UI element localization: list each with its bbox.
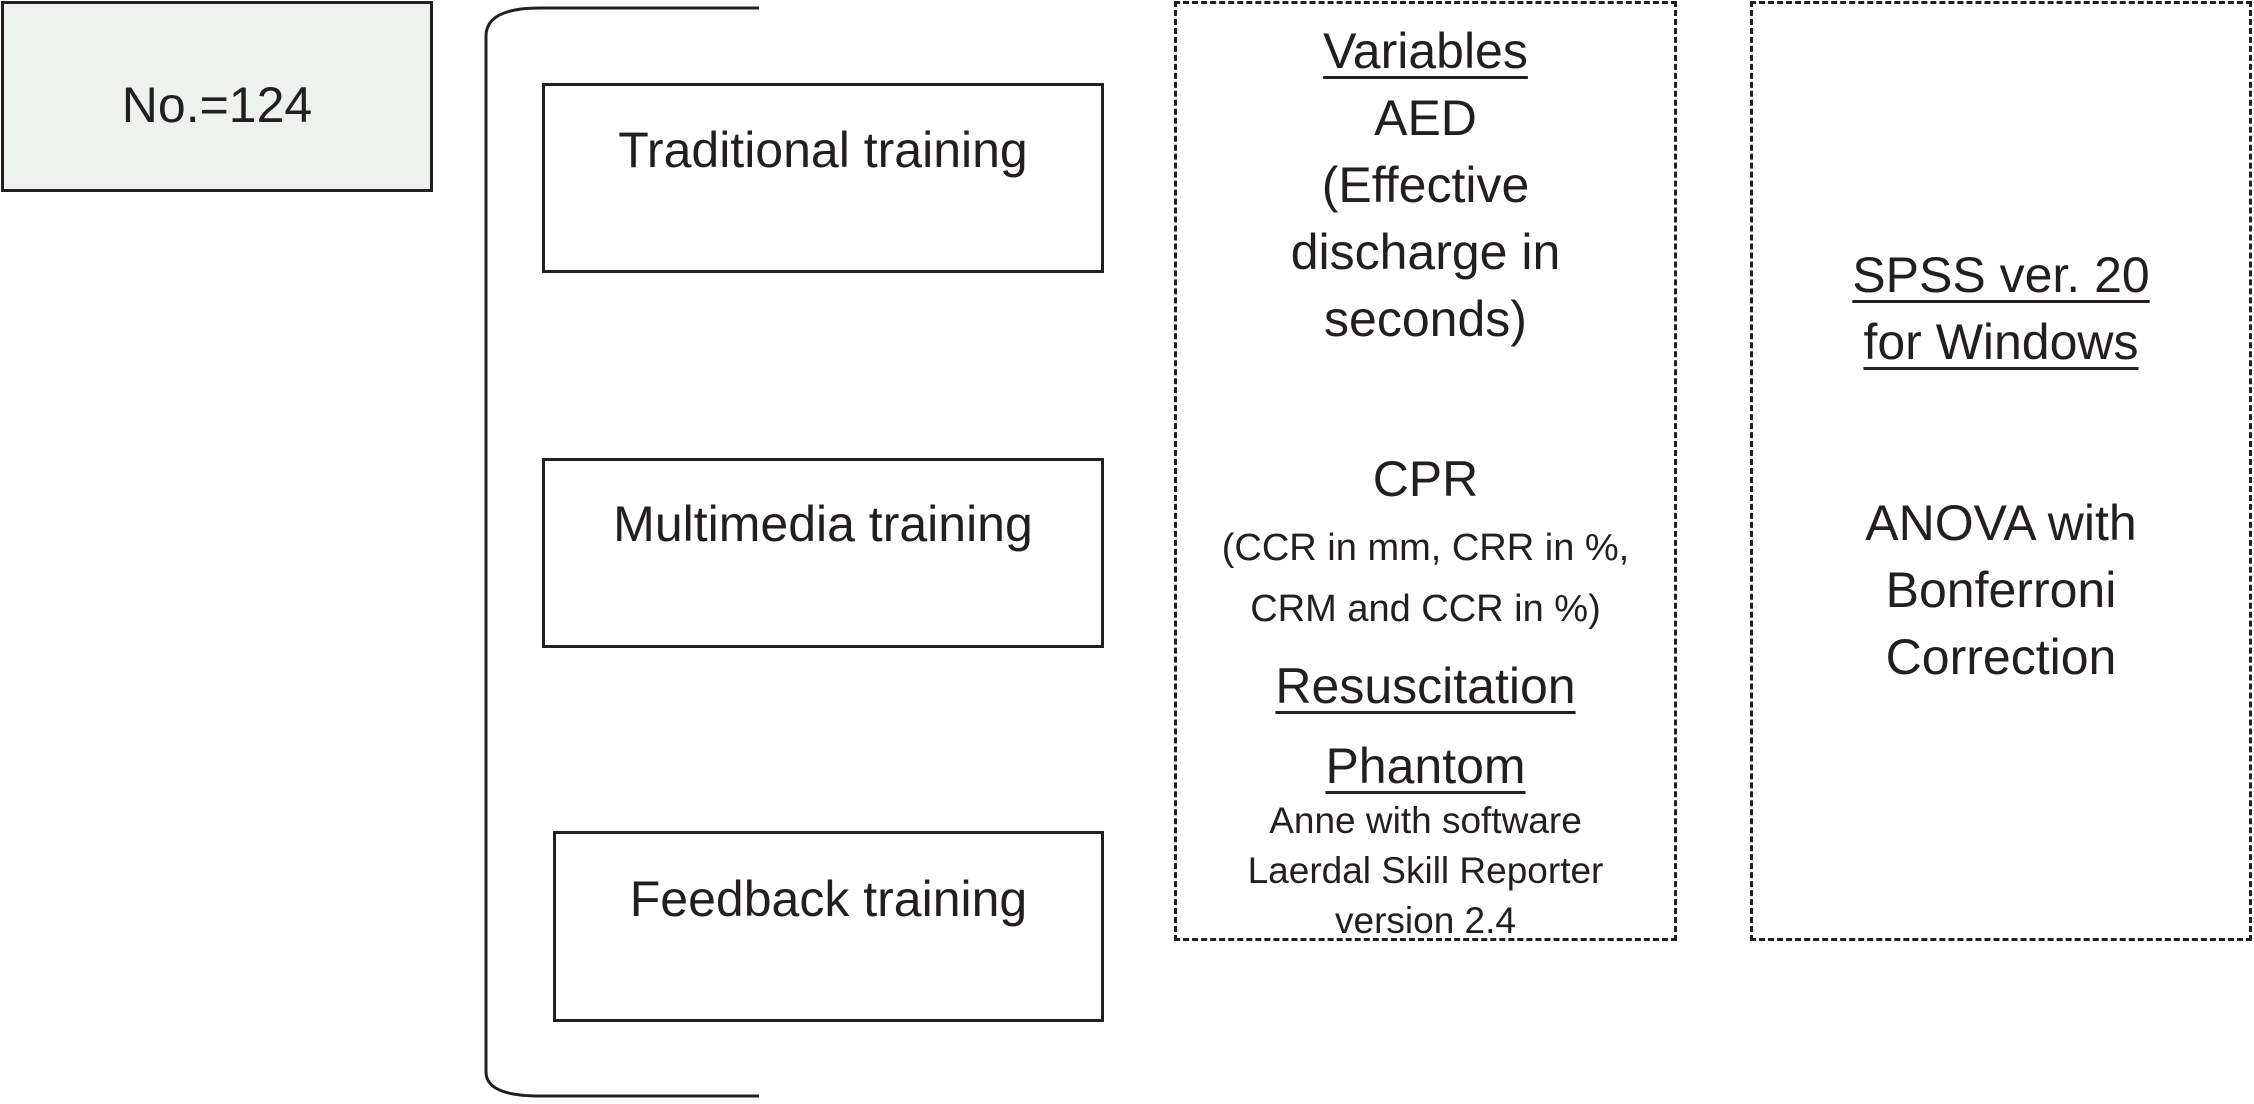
- group-box-multimedia: Multimedia training: [542, 458, 1104, 648]
- cpr-desc-line-1: (CCR in mm, CRR in %,: [1221, 527, 1630, 569]
- spss-heading-line-1: SPSS ver. 20: [1852, 247, 2150, 303]
- aed-desc-line-3: seconds): [1324, 291, 1527, 347]
- group-label-feedback: Feedback training: [629, 871, 1028, 927]
- sample-size-box: No.=124: [1, 1, 433, 192]
- group-box-traditional: Traditional training: [542, 83, 1104, 273]
- phantom-desc-line-2: Laerdal Skill Reporter: [1247, 850, 1604, 891]
- phantom-desc-line-3: version 2.4: [1335, 900, 1516, 941]
- sample-size-label: No.=124: [121, 77, 313, 133]
- group-label-traditional: Traditional training: [618, 122, 1028, 178]
- variables-panel: Variables AED (Effective discharge in se…: [1174, 1, 1677, 941]
- aed-title: AED: [1374, 90, 1477, 146]
- anova-line-2: Bonferroni: [1885, 562, 2117, 618]
- group-box-feedback: Feedback training: [553, 831, 1104, 1022]
- phantom-heading-line-2: Phantom: [1325, 738, 1526, 794]
- variables-heading: Variables: [1323, 23, 1528, 79]
- aed-desc-line-1: (Effective: [1321, 157, 1530, 213]
- statistics-panel: SPSS ver. 20 for Windows ANOVA with Bonf…: [1750, 1, 2252, 941]
- anova-line-1: ANOVA with: [1865, 495, 2137, 551]
- aed-desc-line-2: discharge in: [1290, 224, 1561, 280]
- phantom-heading-line-1: Resuscitation: [1275, 658, 1576, 714]
- cpr-title: CPR: [1372, 451, 1479, 507]
- anova-line-3: Correction: [1885, 629, 2117, 685]
- cpr-desc-line-2: CRM and CCR in %): [1250, 588, 1601, 630]
- group-label-multimedia: Multimedia training: [613, 496, 1033, 552]
- spss-heading-line-2: for Windows: [1863, 314, 2139, 370]
- phantom-desc-line-1: Anne with software: [1269, 800, 1582, 841]
